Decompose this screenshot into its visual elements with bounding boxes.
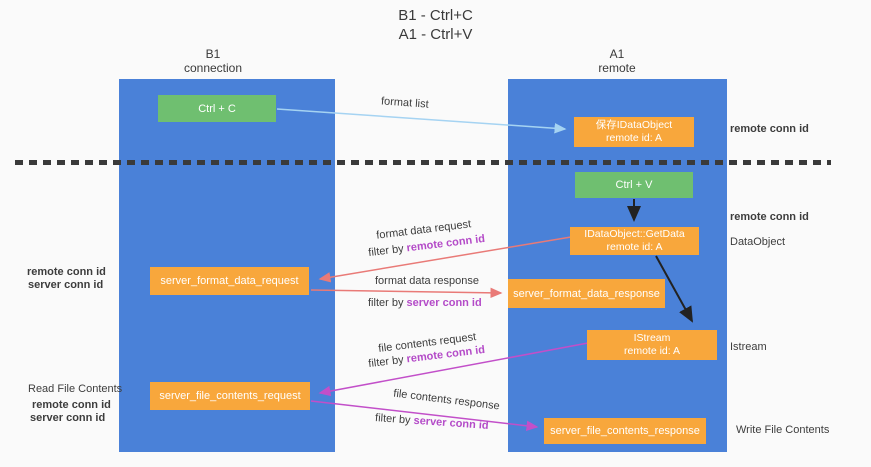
sidelabel-dataobject: DataObject	[730, 236, 786, 248]
sidelabel-remote-conn-id-left-bottom: remote conn id	[32, 399, 111, 411]
sidelabel-remote-conn-id-left-mid: remote conn id	[27, 266, 106, 278]
node-format-response-label: server_format_data_response	[513, 287, 660, 300]
arrow-format-data-response	[310, 287, 503, 299]
label-format-response-filter: filter by server conn id	[368, 297, 482, 309]
label-format-list: format list	[380, 95, 430, 111]
server-conn-id-key: server conn id	[413, 414, 489, 432]
filter-by-text: filter by	[368, 297, 407, 309]
column-b1-name: B1	[205, 47, 221, 61]
sidelabel-read-file-contents: Read File Contents	[28, 383, 123, 395]
node-idataobject-getdata: IDataObject::GetData remote id: A	[570, 227, 699, 255]
node-istream-line2: remote id: A	[623, 345, 681, 357]
sidelabel-remote-conn-id-top-right: remote conn id	[730, 123, 809, 135]
node-server-file-contents-request: server_file_contents_request	[150, 382, 310, 410]
column-b1-subtitle: connection	[183, 61, 243, 75]
sidelabel-server-conn-id-left-mid: server conn id	[28, 279, 104, 291]
filter-by-text: filter by	[374, 412, 414, 427]
node-ctrl-c: Ctrl + C	[158, 95, 276, 122]
sidelabel-remote-conn-id-mid-right: remote conn id	[730, 211, 809, 223]
column-header-a1: A1 remote	[557, 47, 677, 75]
column-header-b1: B1 connection	[153, 47, 273, 75]
label-format-data-response: format data response	[375, 275, 479, 287]
node-ctrl-v: Ctrl + V	[575, 172, 693, 198]
node-file-request-label: server_file_contents_request	[159, 390, 301, 402]
label-file-contents-response: file contents response	[392, 387, 501, 413]
sidelabel-server-conn-id-left-bottom: server conn id	[30, 412, 106, 424]
node-server-format-data-response: server_format_data_response	[508, 279, 665, 308]
title-line-1: B1 - Ctrl+C	[398, 7, 473, 24]
label-file-response-filter: filter by server conn id	[375, 412, 489, 432]
server-conn-id-key: server conn id	[406, 297, 482, 309]
node-file-response-label: server_file_contents_response	[550, 425, 700, 437]
column-a1-name: A1	[609, 47, 625, 61]
node-getdata-line1: IDataObject::GetData	[584, 228, 685, 240]
sidelabel-istream: Istream	[730, 341, 767, 353]
node-ctrl-c-label: Ctrl + C	[198, 102, 236, 115]
node-getdata-line2: remote id: A	[606, 241, 663, 253]
diagram-title: B1 - Ctrl+C A1 - Ctrl+V	[0, 6, 871, 44]
node-format-request-label: server_format_data_request	[160, 275, 299, 287]
title-line-2: A1 - Ctrl+V	[398, 26, 473, 43]
column-a1-subtitle: remote	[598, 61, 636, 75]
node-save-idataobject-line2: remote id: A	[605, 132, 663, 144]
node-istream-line1: IStream	[633, 332, 671, 344]
sidelabel-write-file-contents: Write File Contents	[736, 424, 830, 436]
node-save-idataobject-line1: 保存IDataObject	[595, 119, 673, 131]
phase-separator-dashed-line	[15, 160, 831, 165]
node-save-idataobject: 保存IDataObject remote id: A	[574, 117, 694, 147]
node-ctrl-v-label: Ctrl + V	[615, 179, 653, 191]
node-server-file-contents-response: server_file_contents_response	[544, 418, 706, 444]
filter-by-text: filter by	[367, 242, 408, 260]
node-istream: IStream remote id: A	[587, 330, 717, 360]
node-server-format-data-request: server_format_data_request	[150, 267, 309, 295]
filter-by-text: filter by	[367, 353, 408, 371]
